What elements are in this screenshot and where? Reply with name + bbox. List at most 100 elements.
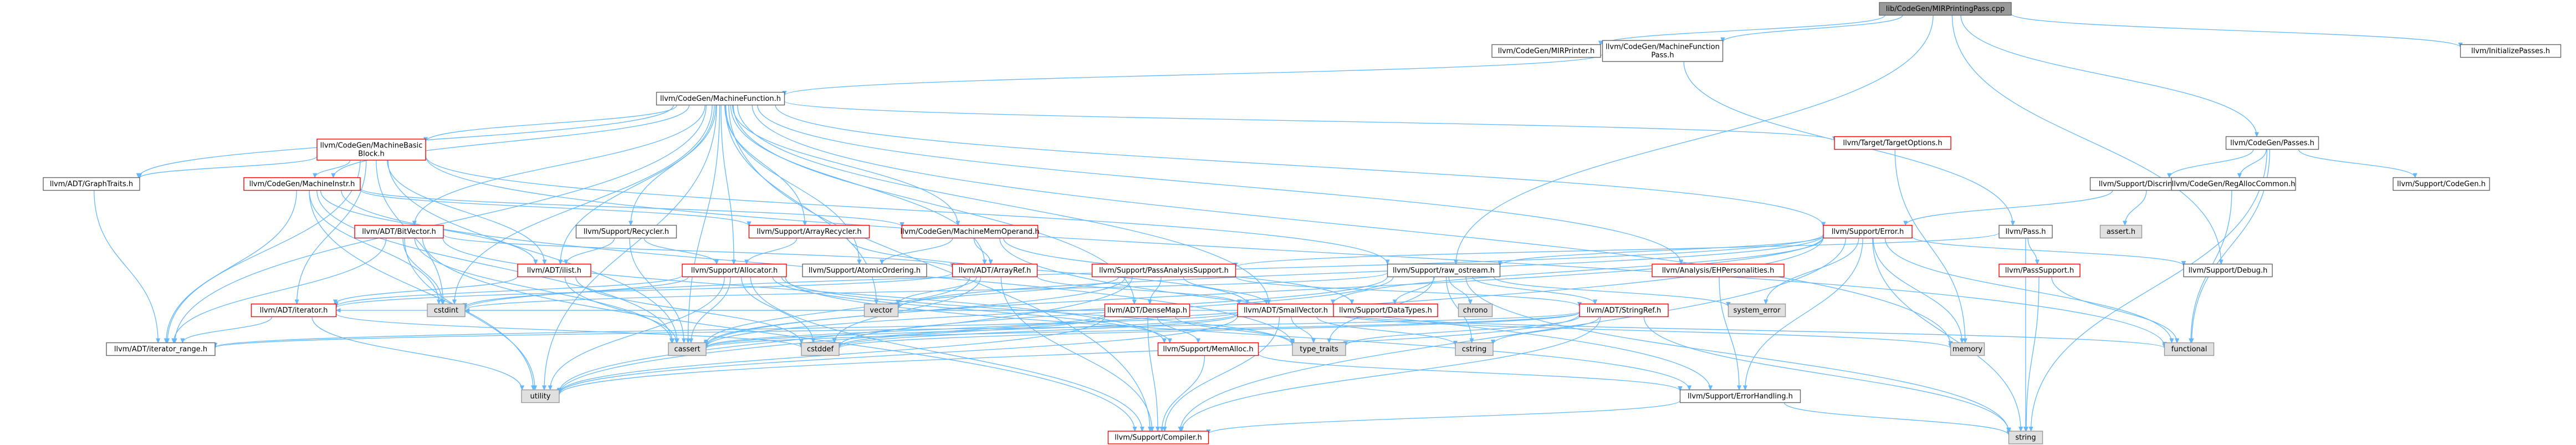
edge-smallvector-to-memory: [1333, 313, 1951, 348]
graph-node-rawostream[interactable]: llvm/Support/raw_ostream.h: [1387, 263, 1501, 278]
node-box: [1104, 303, 1190, 318]
node-label: llvm/ADT/BitVector.h: [362, 228, 436, 236]
node-box: [2099, 224, 2143, 239]
edge-mbb-to-functional: [425, 155, 2165, 346]
graph-node-chrono[interactable]: chrono: [1458, 303, 1493, 318]
graph-node-recycler[interactable]: llvm/Support/Recycler.h: [575, 224, 677, 239]
graph-node-pass[interactable]: llvm/Pass.h: [1999, 224, 2053, 239]
edge-pasanalysis-to-vector: [898, 277, 1120, 308]
node-box: [952, 263, 1038, 278]
graph-node-pasanalysis[interactable]: llvm/Support/PassAnalysisSupport.h: [1091, 263, 1236, 278]
graph-node-iterator[interactable]: llvm/ADT/iterator.h: [251, 303, 337, 318]
graph-node-assert[interactable]: assert.h: [2099, 224, 2143, 239]
graph-node-cstdint[interactable]: cstdint: [427, 303, 466, 318]
node-label: functional: [2171, 345, 2207, 354]
graph-node-passsupport[interactable]: llvm/PassSupport.h: [1999, 263, 2081, 278]
graph-node-superror[interactable]: llvm/Support/Error.h: [1823, 224, 1913, 239]
graph-node-memalloc[interactable]: llvm/Support/MemAlloc.h: [1157, 342, 1259, 356]
graph-node-cstddef[interactable]: cstddef: [801, 342, 840, 356]
node-label: llvm/Support/AtomicOrdering.h: [809, 267, 921, 275]
edge-smallvector-to-cstddef: [839, 314, 1238, 347]
graph-node-debug[interactable]: llvm/Support/Debug.h: [2183, 263, 2273, 278]
graph-node-allocator[interactable]: llvm/Support/Allocator.h: [682, 263, 787, 278]
node-box: [1999, 263, 2081, 278]
node-box: [1491, 44, 1601, 58]
graph-node-mirprinter[interactable]: llvm/CodeGen/MIRPrinter.h: [1491, 44, 1601, 58]
graph-node-compiler[interactable]: llvm/Support/Compiler.h: [1107, 431, 1209, 444]
edge-mf-to-cassert: [688, 105, 720, 343]
edge-bitvector-to-iterrange: [173, 238, 387, 343]
edge-superror-to-functional: [1884, 238, 2172, 343]
node-label: llvm/Support/Recycler.h: [584, 228, 669, 236]
edge-mf-to-bitvector: [415, 105, 706, 226]
graph-node-functional[interactable]: functional: [2164, 342, 2215, 356]
graph-node-graphtraits[interactable]: llvm/ADT/GraphTraits.h: [43, 177, 140, 191]
graph-node-regalloc[interactable]: llvm/CodeGen/RegAllocCommon.h: [2171, 177, 2296, 191]
graph-node-mmo[interactable]: llvm/CodeGen/MachineMemOperand.h: [901, 224, 1040, 239]
edge-mf-to-mbb: [426, 105, 677, 142]
graph-node-arrayrecycler[interactable]: llvm/Support/ArrayRecycler.h: [748, 224, 870, 239]
graph-node-ehpers[interactable]: llvm/Analysis/EHPersonalities.h: [1652, 263, 1785, 278]
node-box: [517, 263, 591, 278]
edge-bitvector-to-arrayref: [443, 234, 953, 268]
edge-densemap-to-cassert: [706, 313, 1106, 348]
edge-discriminator-to-superror: [1905, 190, 2113, 226]
graph-node-typetraits[interactable]: type_traits: [1292, 342, 1346, 356]
edge-discriminator-to-assert: [2125, 190, 2147, 226]
edge-pasanalysis-to-utility: [559, 277, 1133, 393]
node-label: system_error: [1734, 306, 1781, 315]
edge-mi-to-cassert: [316, 190, 672, 343]
graph-node-bitvector[interactable]: llvm/ADT/BitVector.h: [354, 224, 444, 239]
graph-node-mi[interactable]: llvm/CodeGen/MachineInstr.h: [243, 177, 361, 191]
edge-targetopts-to-memory: [1894, 149, 1965, 343]
edge-arrayrecycler-to-smallvector: [847, 238, 1248, 304]
graph-node-initpasses[interactable]: llvm/InitializePasses.h: [2460, 44, 2562, 58]
edge-stringref-to-string: [1643, 316, 2008, 432]
graph-node-memory[interactable]: memory: [1950, 342, 1985, 356]
graph-node-targetopts[interactable]: llvm/Target/TargetOptions.h: [1834, 136, 1951, 150]
node-box: [427, 303, 466, 318]
graph-node-string[interactable]: string: [2008, 431, 2043, 444]
edge-mf-to-targetopts: [784, 100, 1835, 141]
node-box: [656, 91, 785, 106]
node-box: [2008, 431, 2043, 444]
node-label: memory: [1953, 345, 1983, 354]
graph-node-stringref[interactable]: llvm/ADT/StringRef.h: [1579, 303, 1669, 318]
node-label: llvm/ADT/DenseMap.h: [1107, 306, 1187, 315]
edge-mf-to-allocator: [720, 105, 734, 264]
graph-node-mf[interactable]: llvm/CodeGen/MachineFunction.h: [656, 91, 785, 106]
node-label: llvm/Pass.h: [2005, 228, 2046, 236]
edge-allocator-to-compiler: [750, 277, 1142, 432]
graph-node-atomic[interactable]: llvm/Support/AtomicOrdering.h: [802, 263, 927, 278]
graph-node-utility[interactable]: utility: [521, 389, 560, 403]
graph-node-arrayref[interactable]: llvm/ADT/ArrayRef.h: [952, 263, 1038, 278]
graph-node-cstring[interactable]: cstring: [1455, 342, 1494, 356]
graph-node-densemap[interactable]: llvm/ADT/DenseMap.h: [1104, 303, 1190, 318]
edge-smallvector-to-cstring: [1316, 316, 1455, 346]
graph-node-supcodegen[interactable]: llvm/Support/CodeGen.h: [2393, 177, 2490, 191]
graph-node-vector[interactable]: vector: [863, 303, 899, 318]
edge-recycler-to-ilist: [566, 238, 615, 264]
edge-mfpass-to-mf: [785, 53, 1603, 96]
node-box: [1879, 2, 2012, 16]
node-box: [2171, 177, 2296, 191]
node-box: [1292, 342, 1346, 356]
node-box: [2393, 177, 2490, 191]
edge-ilist-to-iterator: [335, 275, 518, 304]
graph-node-cassert[interactable]: cassert: [668, 342, 707, 356]
graph-node-systemerror[interactable]: system_error: [1727, 303, 1786, 318]
graph-node-cgpasses[interactable]: llvm/CodeGen/Passes.h: [2225, 136, 2319, 150]
edge-cgpasses-to-discriminator: [2169, 149, 2254, 178]
edge-superror-to-memory: [1873, 238, 1962, 343]
node-box: [575, 224, 677, 239]
graph-node-datatypes[interactable]: llvm/Support/DataTypes.h: [1333, 303, 1438, 318]
edge-stringref-to-iterrange: [215, 311, 1580, 347]
graph-node-root[interactable]: lib/CodeGen/MIRPrintingPass.cpp: [1879, 2, 2012, 16]
graph-node-iterrange[interactable]: llvm/ADT/iterator_range.h: [106, 342, 216, 356]
graph-node-smallvector[interactable]: llvm/ADT/SmallVector.h: [1237, 303, 1335, 318]
graph-node-errhandling[interactable]: llvm/Support/ErrorHandling.h: [1679, 389, 1801, 403]
graph-node-ilist[interactable]: llvm/ADT/ilist.h: [517, 263, 591, 278]
edge-arrayrecycler-to-allocator: [747, 238, 798, 264]
